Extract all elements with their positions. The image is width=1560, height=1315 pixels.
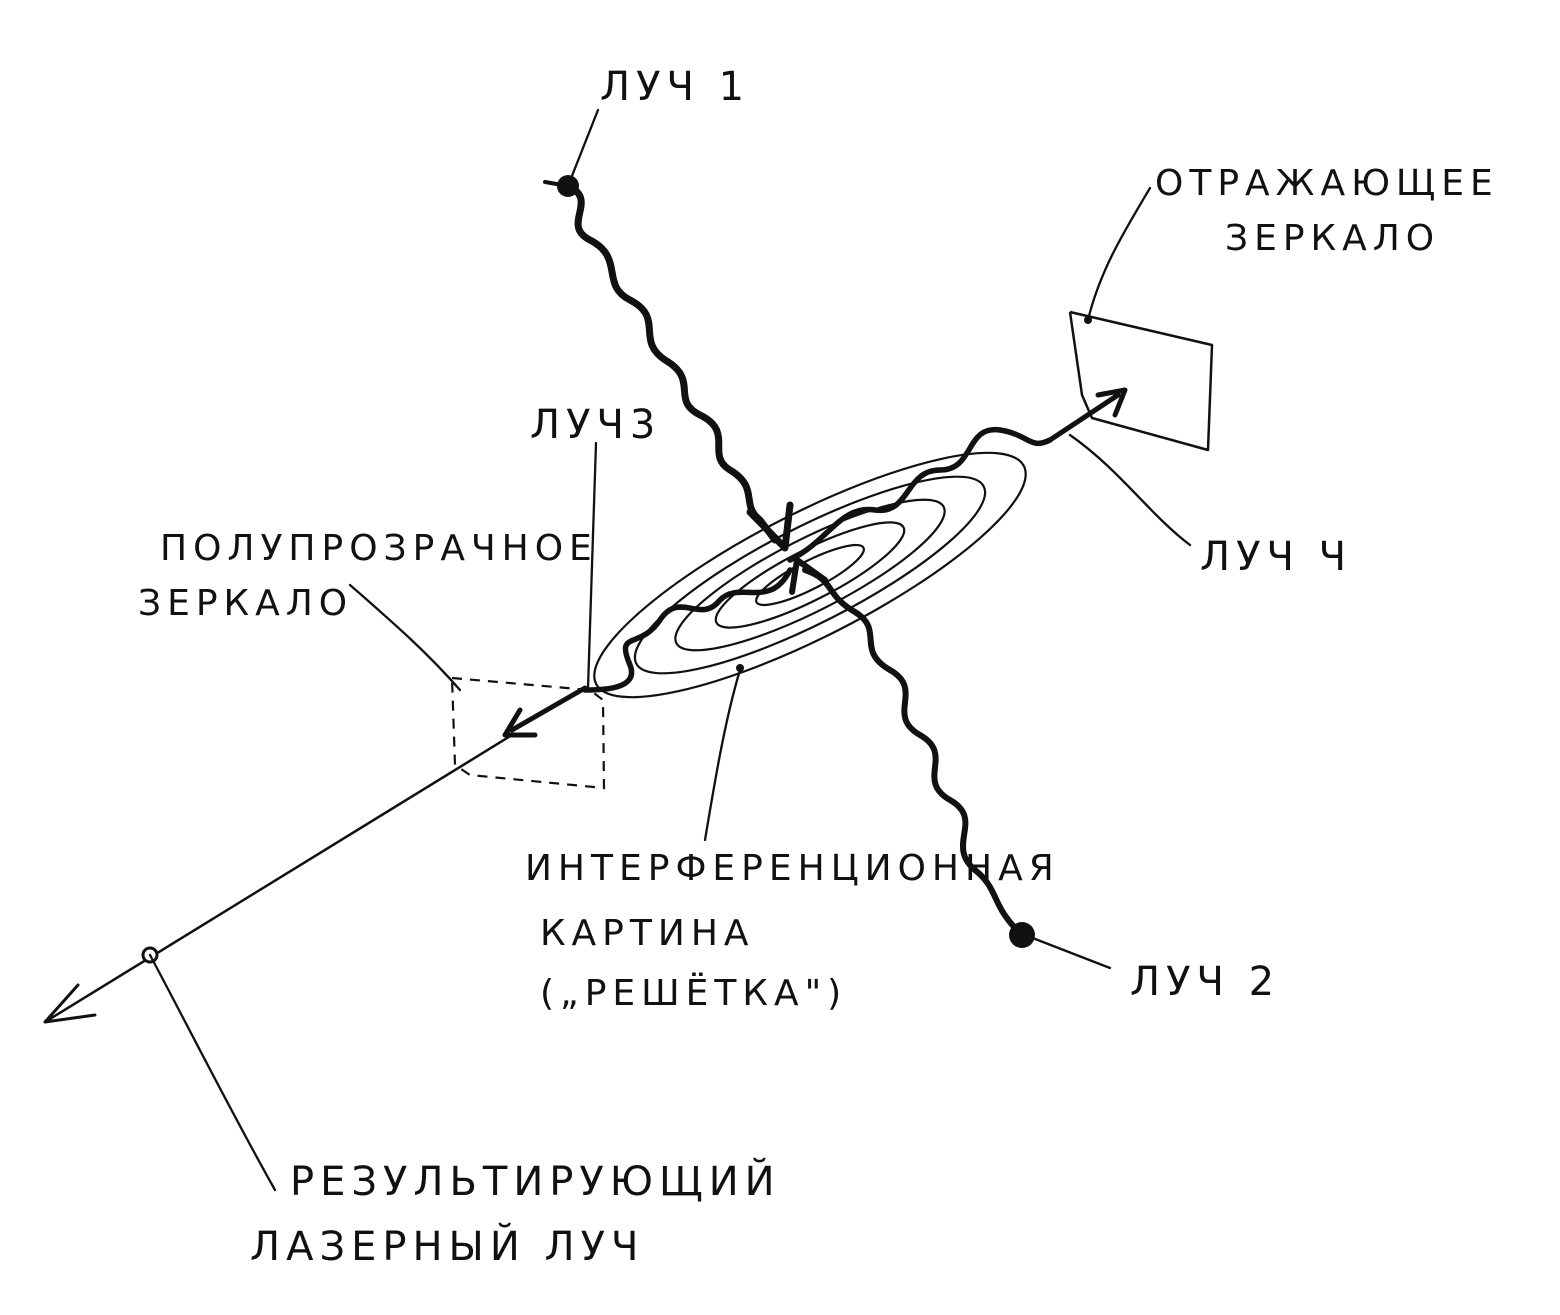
semi-transparent-mirror xyxy=(450,676,606,790)
label-semi-transparent-mirror-line1: ПОЛУПРОЗРАЧНОЕ xyxy=(160,528,598,569)
label-beam-4: ЛУЧ Ч xyxy=(1200,534,1352,580)
leader-interference-pattern xyxy=(703,668,742,842)
label-interference-pattern-line1: ИНТЕРФЕРЕНЦИОННАЯ xyxy=(525,848,1060,889)
label-interference-pattern-line2: КАРТИНА xyxy=(540,913,755,954)
semi-transparent-mirror-outline xyxy=(450,676,606,790)
beam-4 xyxy=(787,387,1128,563)
beam-4-arrowhead xyxy=(1095,387,1128,418)
reflecting-mirror xyxy=(1068,310,1214,452)
beam-3 xyxy=(502,567,793,738)
beam-4-wave xyxy=(787,427,1053,563)
beam-1-stub xyxy=(543,180,570,188)
label-resulting-beam-line2: ЛАЗЕРНЫЙ ЛУЧ xyxy=(250,1222,644,1270)
beam-2-wave xyxy=(802,567,1025,938)
beam-4-straight xyxy=(1047,392,1121,443)
label-interference-pattern-line3: („РЕШЁТКА") xyxy=(540,972,847,1014)
leader-interference-dot xyxy=(736,664,744,672)
leader-resulting-beam xyxy=(148,953,277,1192)
beam-3-straight xyxy=(509,685,588,733)
leader-mirror-dot xyxy=(1084,316,1092,324)
label-semi-transparent-mirror-line2: ЗЕРКАЛО xyxy=(138,583,353,624)
leader-beam-4 xyxy=(1068,433,1192,547)
beam-3-wave xyxy=(582,567,793,693)
resulting-laser-beam xyxy=(43,733,514,1024)
label-beam-3: ЛУЧ3 xyxy=(530,402,661,448)
beam-2 xyxy=(789,557,1035,948)
resulting-beam-line xyxy=(43,733,514,1024)
beam-1-wave xyxy=(564,182,779,544)
leader-lines xyxy=(148,108,1192,1192)
leader-beam-1 xyxy=(566,108,600,188)
beam-1-arrowhead xyxy=(746,501,794,552)
beam-1 xyxy=(543,175,794,552)
beam-3-arrowhead xyxy=(502,707,538,738)
label-resulting-beam-line1: РЕЗУЛЬТИРУЮЩИЙ xyxy=(290,1157,781,1205)
leader-reflecting-mirror xyxy=(1086,186,1152,322)
beam-2-source-dot xyxy=(1009,922,1035,948)
interference-ring-outer xyxy=(593,451,1027,699)
label-beam-2: ЛУЧ 2 xyxy=(1130,959,1280,1005)
leader-beam-2 xyxy=(1028,935,1112,970)
leader-semi-transparent-mirror xyxy=(348,583,462,692)
leader-beam-3 xyxy=(586,441,598,690)
interference-ring-3 xyxy=(674,498,946,652)
resulting-beam-arrowhead xyxy=(43,983,97,1024)
label-reflecting-mirror-line2: ЗЕРКАЛО xyxy=(1225,218,1440,259)
beam-2-arrowhead xyxy=(789,557,828,595)
label-reflecting-mirror-line1: ОТРАЖАЮЩЕЕ xyxy=(1155,163,1499,204)
label-beam-1: ЛУЧ 1 xyxy=(600,64,750,110)
